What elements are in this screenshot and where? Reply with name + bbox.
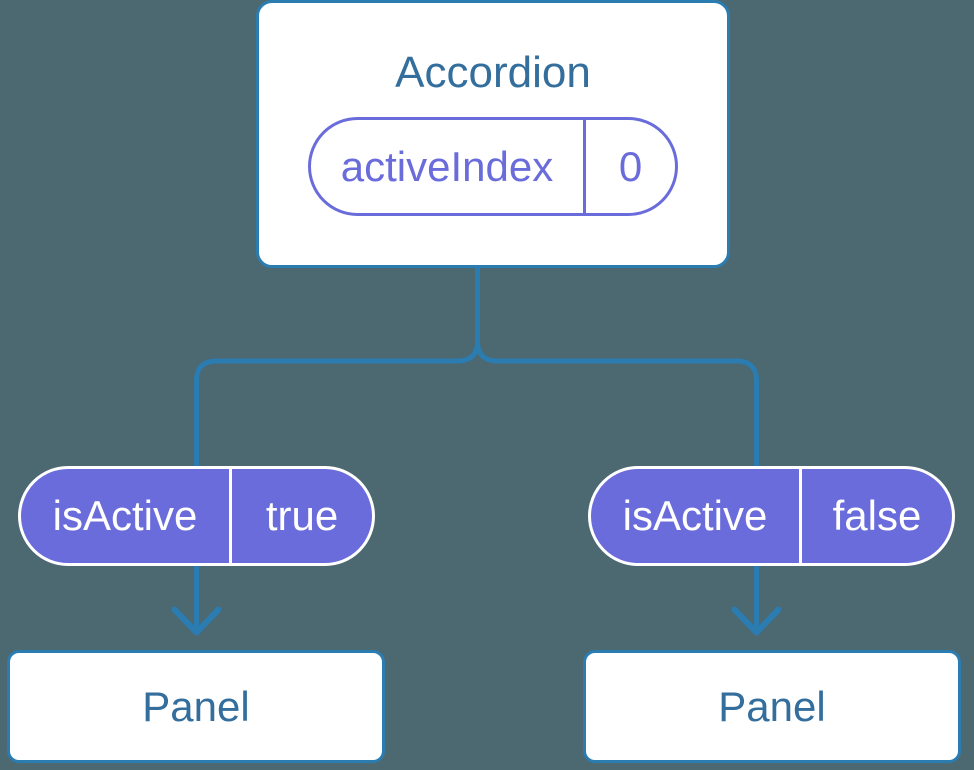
accordion-title: Accordion (395, 48, 591, 97)
state-pill-divider (583, 120, 586, 213)
prop-pill-left: isActive true (18, 466, 375, 566)
prop-value-label-right: false (832, 492, 922, 539)
state-pill: activeIndex 0 (308, 117, 678, 216)
prop-pill-right: isActive false (588, 466, 955, 566)
prop-pill-divider-left (229, 469, 232, 563)
panel-card-left: Panel (7, 650, 385, 763)
connector-right-branch (475, 264, 759, 628)
prop-name-label-left: isActive (52, 492, 198, 539)
arrow-down-right-icon (731, 606, 782, 636)
prop-value-label-left: true (265, 492, 339, 539)
arrow-down-left-icon (171, 606, 222, 636)
prop-pill-divider-right (799, 469, 802, 563)
prop-name-label-right: isActive (622, 492, 768, 539)
accordion-component-card: Accordion activeIndex 0 (256, 0, 730, 268)
panel-title-left: Panel (142, 682, 250, 730)
panel-title-right: Panel (718, 682, 826, 730)
connector-left-branch (194, 264, 480, 628)
state-value-label: 0 (618, 142, 643, 190)
state-name-label: activeIndex (340, 142, 554, 190)
panel-card-right: Panel (583, 650, 961, 763)
